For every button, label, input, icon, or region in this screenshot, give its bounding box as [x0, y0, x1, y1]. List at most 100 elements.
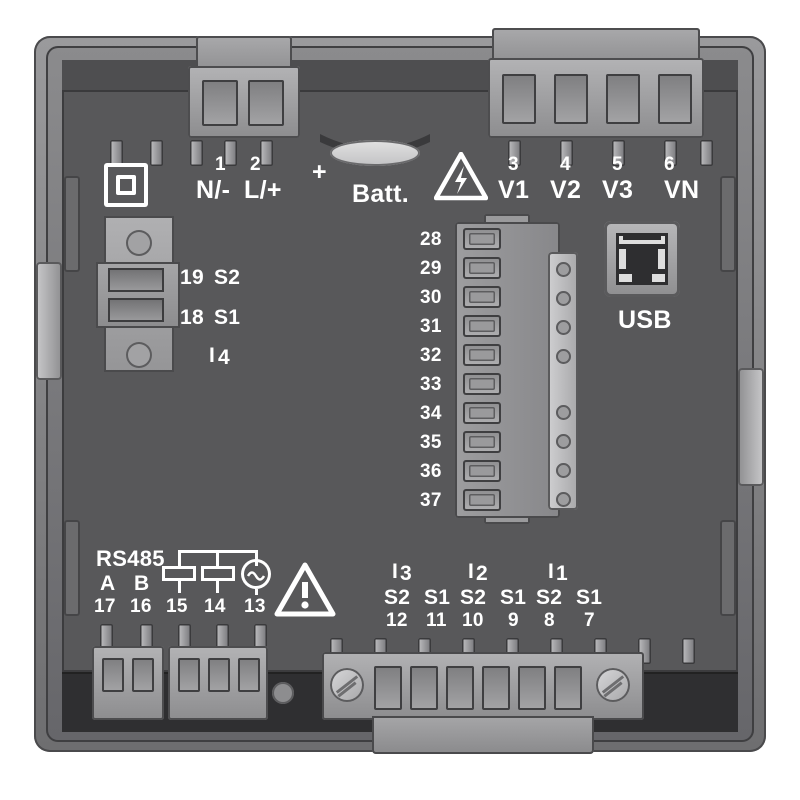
voltage-connector[interactable] — [488, 58, 704, 138]
strip-cell-29[interactable] — [463, 257, 501, 279]
voltage-connector-cap — [492, 28, 700, 62]
strip-screw-hole[interactable] — [556, 463, 571, 478]
ct-terminal-19-slot[interactable] — [108, 268, 164, 292]
voltage-label-v2: V2 — [550, 176, 582, 204]
strip-screw-hole[interactable] — [556, 434, 571, 449]
ct-terminal-18-slot[interactable] — [108, 298, 164, 322]
strip-screw-hole[interactable] — [556, 405, 571, 420]
ct-connector-slot-12[interactable] — [374, 666, 402, 710]
mounting-clip-right[interactable] — [738, 368, 764, 486]
ct-signal-s2-i3: S2 — [384, 586, 411, 609]
terminal-number-2: 2 — [250, 154, 261, 175]
strip-cell-37[interactable] — [463, 489, 501, 511]
ct-connector-slot-9[interactable] — [482, 666, 510, 710]
ct-connector[interactable] — [322, 652, 644, 720]
current-input-2-label: 2 — [476, 562, 488, 585]
rs485-connector-slot-17[interactable] — [102, 658, 124, 692]
current-input-3-prefix: I — [392, 560, 399, 583]
exclamation-triangle-icon — [274, 562, 336, 623]
strip-cell-32[interactable] — [463, 344, 501, 366]
class-2-insulation-icon-inner — [116, 175, 136, 195]
voltage-connector-slot-2[interactable] — [554, 74, 588, 124]
power-connector[interactable] — [188, 66, 300, 138]
header-pin-terminal-2 — [260, 140, 273, 166]
header-pin-terminal-5 — [612, 140, 625, 166]
voltage-connector-slot-3[interactable] — [606, 74, 640, 124]
ct-connector-slot-7[interactable] — [554, 666, 582, 710]
header-pin-14 — [216, 624, 229, 650]
relay-contact-icon-15 — [162, 566, 196, 581]
output-connector-slot-14[interactable] — [208, 658, 230, 692]
terminal-number-6: 6 — [664, 154, 675, 175]
output-connector-slot-15[interactable] — [178, 658, 200, 692]
ct-connector-screw-left[interactable] — [330, 668, 364, 702]
terminal-number-4: 4 — [560, 154, 571, 175]
terminal-number-3: 3 — [508, 154, 519, 175]
strip-screw-hole[interactable] — [556, 262, 571, 277]
terminal-number-9: 9 — [508, 610, 519, 631]
header-pin-bottom — [682, 638, 695, 664]
strip-cell-34[interactable] — [463, 402, 501, 424]
voltage-connector-slot-1[interactable] — [502, 74, 536, 124]
battery-cell[interactable] — [330, 140, 420, 166]
relay-contact-icon-14 — [201, 566, 235, 581]
output-leg-wire — [255, 589, 258, 595]
strip-cell-30[interactable] — [463, 286, 501, 308]
output-connector-slot-13[interactable] — [238, 658, 260, 692]
terminal-number-37: 37 — [420, 490, 442, 511]
terminal-number-36: 36 — [420, 461, 442, 482]
output-branch-wire — [216, 550, 219, 566]
strip-screw-hole[interactable] — [556, 320, 571, 335]
power-connector-slot-1[interactable] — [202, 80, 238, 126]
strip-screw-hole[interactable] — [556, 349, 571, 364]
header-pin — [190, 140, 203, 166]
battery-label: Batt. — [352, 180, 410, 208]
voltage-label-vn: VN — [664, 176, 700, 204]
ct-connector-slot-8[interactable] — [518, 666, 546, 710]
strip-cell-33[interactable] — [463, 373, 501, 395]
ct-connector-slot-11[interactable] — [410, 666, 438, 710]
strip-screw-hole[interactable] — [556, 291, 571, 306]
terminal-number-35: 35 — [420, 432, 442, 453]
mounting-slot-left-top — [64, 176, 80, 272]
power-connector-slot-2[interactable] — [248, 80, 284, 126]
ct-screw-top[interactable] — [126, 230, 152, 256]
terminal-number-14: 14 — [204, 596, 226, 617]
pulse-output-icon-13 — [241, 559, 271, 589]
terminal-number-10: 10 — [462, 610, 484, 631]
strip-cell-28[interactable] — [463, 228, 501, 250]
voltage-connector-slot-4[interactable] — [658, 74, 692, 124]
strip-cell-36[interactable] — [463, 460, 501, 482]
header-pin — [110, 140, 123, 166]
header-pin-16 — [140, 624, 153, 650]
rs485-signal-a: A — [100, 572, 116, 595]
current-input-4-prefix: I — [209, 344, 216, 367]
header-pin — [700, 140, 713, 166]
ct-connector-slot-10[interactable] — [446, 666, 474, 710]
strip-cell-35[interactable] — [463, 431, 501, 453]
ct-screw-bottom[interactable] — [126, 342, 152, 368]
terminal-number-17: 17 — [94, 596, 116, 617]
mounting-clip-left[interactable] — [36, 262, 62, 380]
current-input-1-label: 1 — [556, 562, 568, 585]
mounting-slot-right-top — [720, 176, 736, 272]
terminal-number-32: 32 — [420, 345, 442, 366]
ct-signal-s2-i2: S2 — [460, 586, 487, 609]
strip-screw-hole[interactable] — [556, 492, 571, 507]
ct-signal-s1-i1: S1 — [576, 586, 603, 609]
strip-cell-31[interactable] — [463, 315, 501, 337]
output-connector[interactable] — [168, 646, 268, 720]
usb-label: USB — [618, 306, 672, 334]
ct-connector-skirt — [372, 716, 594, 754]
voltage-label-v1: V1 — [498, 176, 530, 204]
terminal-number-34: 34 — [420, 403, 442, 424]
header-pin — [150, 140, 163, 166]
lightning-bolt-triangle-icon — [433, 151, 489, 207]
rs485-connector[interactable] — [92, 646, 164, 720]
rs485-connector-slot-16[interactable] — [132, 658, 154, 692]
current-input-3-label: 3 — [400, 562, 412, 585]
ct-connector-screw-right[interactable] — [596, 668, 630, 702]
header-pin-terminal-6 — [664, 140, 677, 166]
current-input-2-prefix: I — [468, 560, 475, 583]
